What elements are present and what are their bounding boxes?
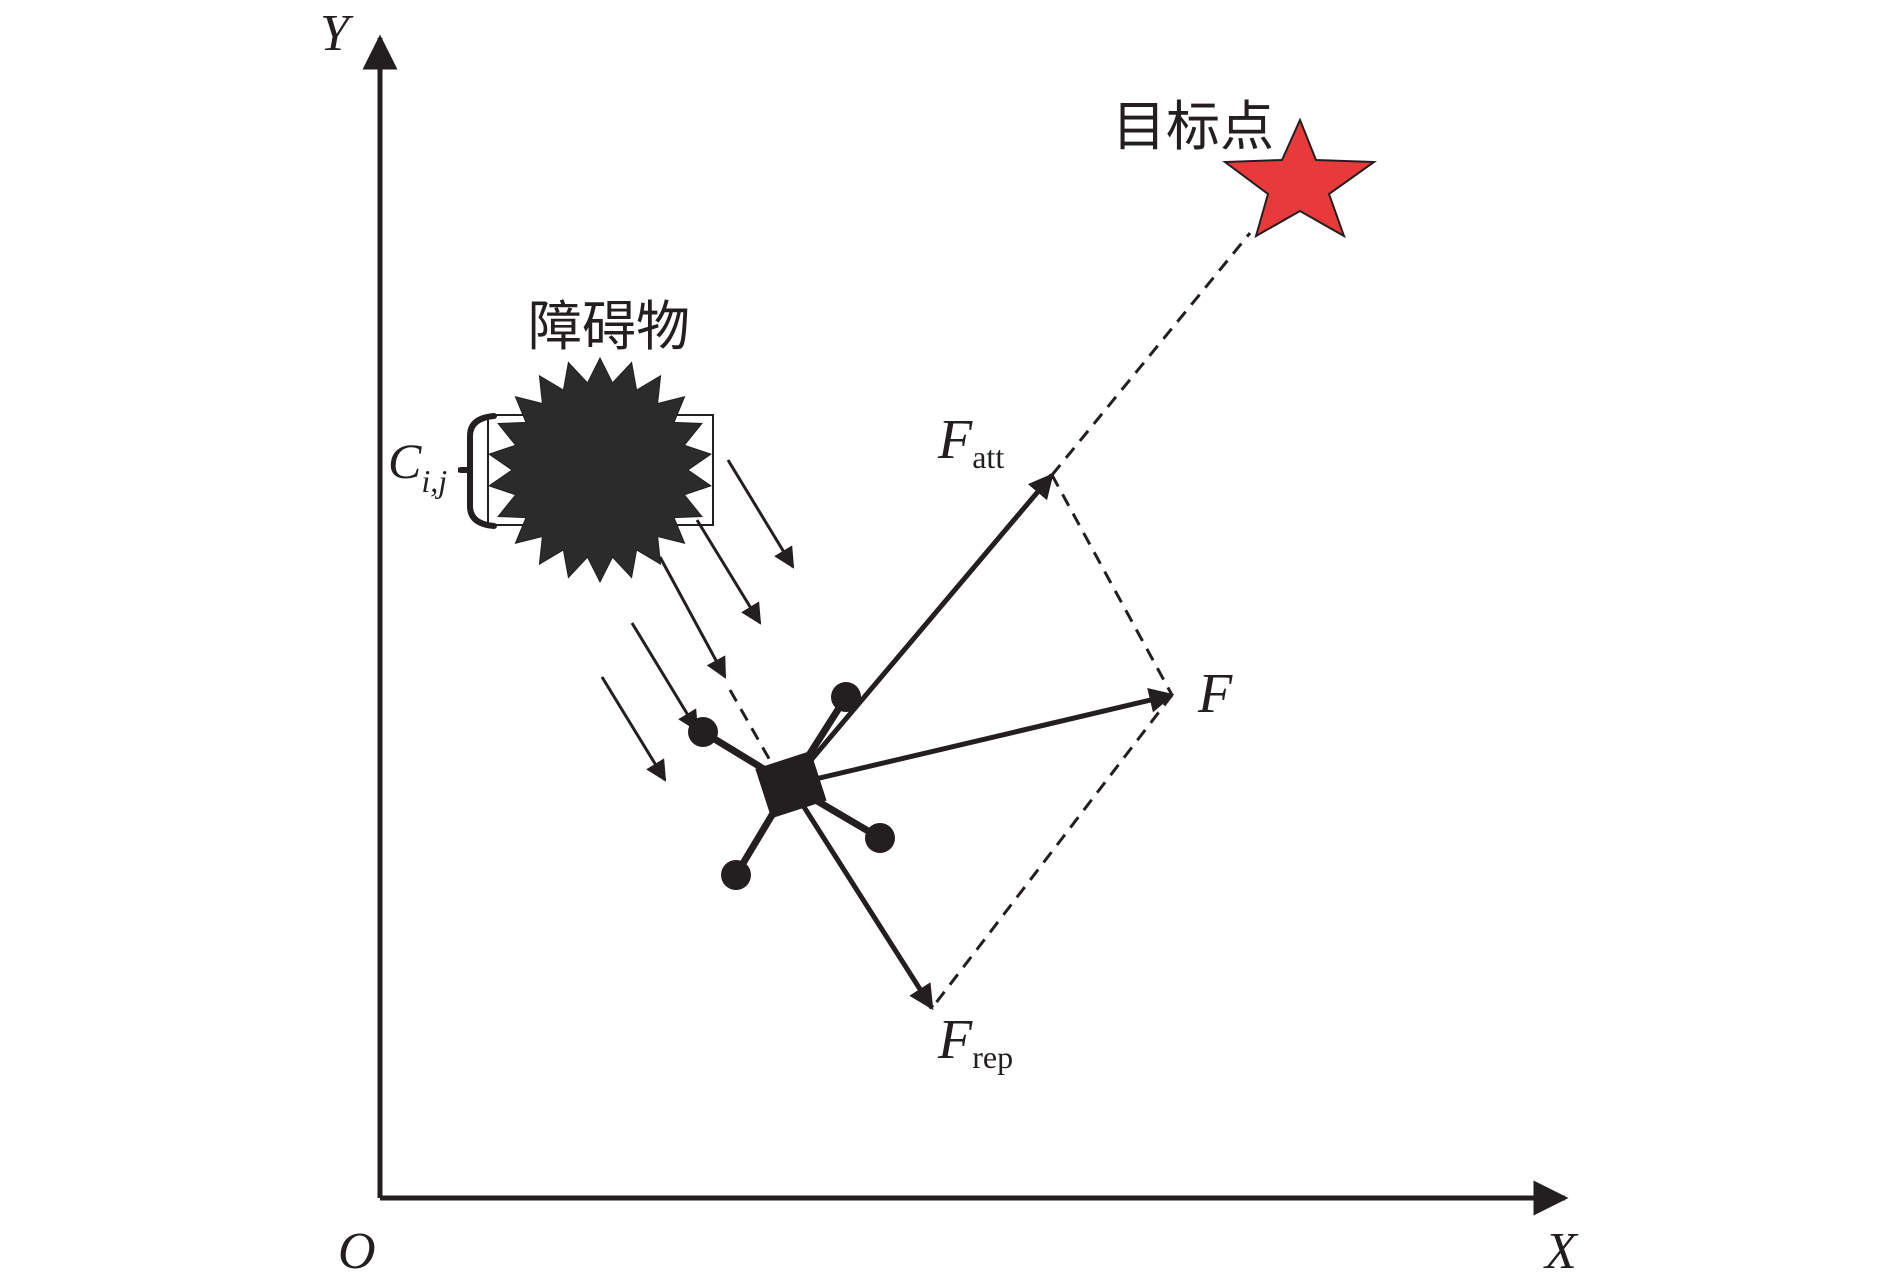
obstacle-label: 障碍物 (528, 295, 690, 358)
axes: Y X O (320, 5, 1579, 1277)
obstacle: 障碍物 Ci,j (388, 295, 714, 584)
attractive-force-label-sub: att (972, 439, 1004, 475)
repulsive-force-arrow (787, 783, 935, 1011)
obstacle-to-agent-line (728, 689, 782, 779)
star-icon (1222, 117, 1377, 239)
resultant-force-label: F (1197, 663, 1233, 725)
attractive-force-label: Fatt (937, 409, 1004, 475)
target-label: 目标点 (1112, 95, 1274, 158)
origin-label: O (338, 1223, 376, 1277)
cell-label: Ci,j (388, 433, 447, 499)
drone-rotor (865, 823, 895, 853)
force-vectors (787, 473, 1175, 1011)
drone-body (755, 751, 827, 819)
dashed-guides (728, 232, 1252, 1009)
drone-rotor (721, 860, 751, 890)
spiky-obstacle-icon (487, 356, 713, 584)
cell-brace (460, 413, 497, 529)
field-arrow (658, 556, 727, 679)
resultant-force-arrow (789, 687, 1175, 788)
field-arrow (726, 459, 795, 569)
field-arrow (600, 676, 667, 782)
quadrotor-drone-icon (688, 682, 895, 890)
target-point: 目标点 (1112, 95, 1377, 239)
x-axis-label: X (1543, 1223, 1579, 1277)
force-labels: Fatt F Frep (937, 409, 1233, 1075)
y-axis-label: Y (320, 5, 354, 62)
cell-label-main: C (388, 433, 422, 489)
repulsive-force-label-sub: rep (972, 1039, 1013, 1075)
repulsion-field-arrows (600, 459, 795, 782)
attractive-force-arrow (788, 473, 1054, 787)
field-arrow (630, 622, 699, 732)
field-arrow (695, 519, 762, 625)
repulsive-force-label-main: F (937, 1009, 973, 1071)
drone-rotor (831, 682, 861, 712)
goal-direction-line (1050, 232, 1252, 476)
parallelogram-edge-top (1050, 474, 1174, 696)
attractive-force-label-main: F (937, 409, 973, 471)
cell-label-sub: i,j (421, 463, 447, 499)
drone-rotor (688, 717, 718, 747)
repulsive-force-label: Frep (937, 1009, 1013, 1075)
